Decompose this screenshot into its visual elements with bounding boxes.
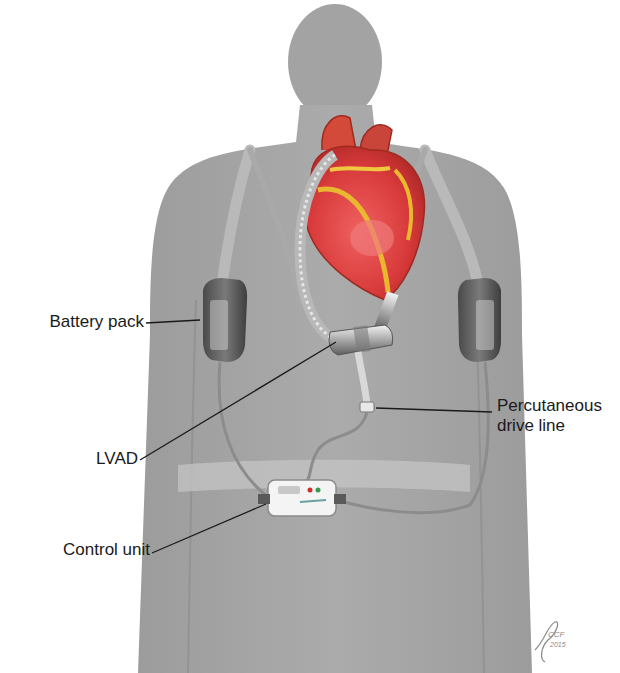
percutaneous-drive-line <box>305 352 374 482</box>
part-label: Control unit <box>63 540 150 560</box>
leader-lines <box>140 320 492 553</box>
battery-pack-right <box>458 278 501 362</box>
heart <box>306 116 425 300</box>
outflow-graft <box>300 155 335 340</box>
part-label: Percutaneous drive line <box>497 396 615 436</box>
body-silhouette <box>138 4 532 673</box>
signature-text: 2015 <box>550 640 566 650</box>
battery-cables <box>219 362 488 513</box>
battery-pack-left <box>203 278 247 362</box>
part-label: Battery pack <box>50 312 145 332</box>
lvad-pump <box>329 291 398 355</box>
signature-text: CCF <box>548 630 564 640</box>
part-label: LVAD <box>96 449 138 469</box>
control-unit <box>258 480 346 516</box>
